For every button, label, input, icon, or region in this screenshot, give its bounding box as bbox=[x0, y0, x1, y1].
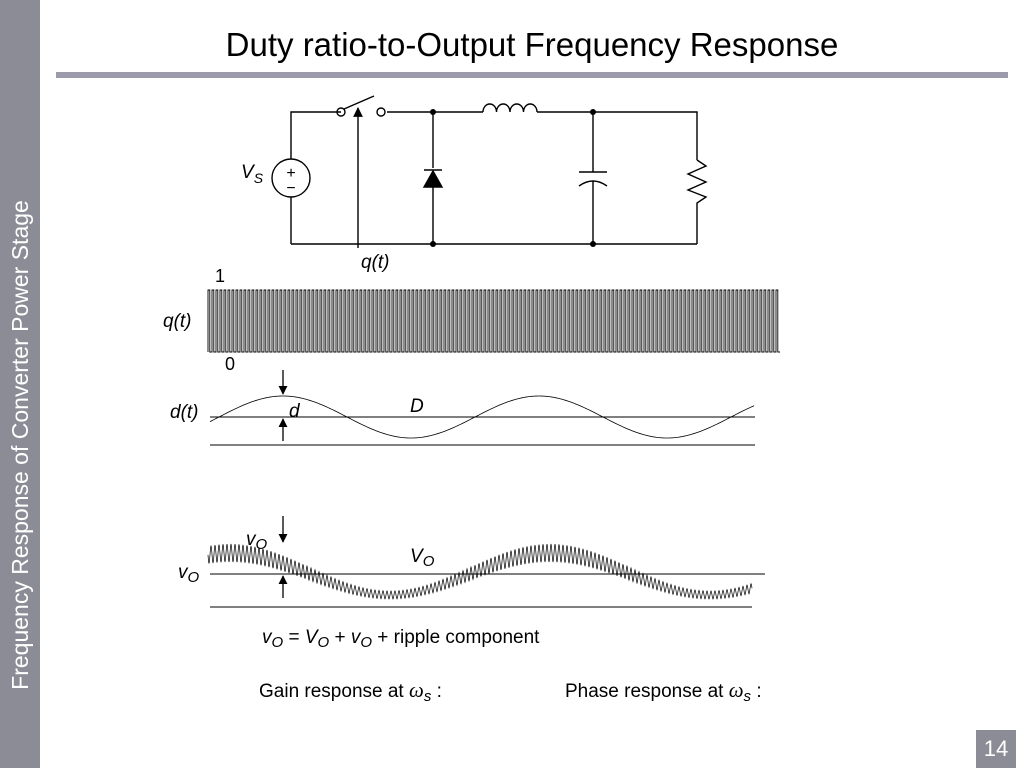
sidebar-band: Frequency Response of Converter Power St… bbox=[0, 0, 40, 768]
slide-title: Duty ratio-to-Output Frequency Response bbox=[225, 26, 839, 63]
q-high-label: 1 bbox=[215, 266, 225, 286]
d-small-label: d bbox=[289, 401, 301, 422]
vo-equation: vO = VO + vO + ripple component bbox=[262, 627, 540, 651]
vo-total-label: vO bbox=[178, 562, 200, 586]
buck-circuit bbox=[271, 95, 708, 248]
inductor bbox=[482, 103, 538, 113]
vo-small-label: vO bbox=[246, 529, 268, 553]
phase-response-label: Phase response at ωs : bbox=[565, 678, 762, 705]
d-sinusoid bbox=[209, 395, 755, 439]
top-wire-right bbox=[537, 111, 698, 160]
top-wire-left bbox=[290, 111, 341, 244]
switch bbox=[336, 95, 386, 117]
d-label: d(t) bbox=[170, 402, 199, 423]
switch-signal-label: q(t) bbox=[361, 252, 390, 273]
resistor bbox=[686, 159, 708, 244]
gain-response-label: Gain response at ωs : bbox=[259, 678, 442, 705]
d-dc-label: D bbox=[410, 396, 424, 417]
source-symbol bbox=[271, 158, 311, 198]
vo-dc-label: VO bbox=[410, 546, 435, 570]
q-pulse-train bbox=[207, 289, 780, 353]
q-low-label: 0 bbox=[225, 354, 235, 374]
source-minus: − bbox=[286, 180, 295, 197]
source-label: VS bbox=[241, 162, 264, 186]
vo-waveform bbox=[207, 543, 753, 600]
q-label: q(t) bbox=[163, 311, 192, 332]
source-plus: + bbox=[286, 165, 295, 182]
capacitor bbox=[578, 112, 608, 244]
page-number: 14 bbox=[976, 730, 1016, 768]
junction-dots bbox=[430, 109, 596, 247]
title-rule bbox=[56, 72, 1008, 78]
diode bbox=[422, 112, 444, 244]
